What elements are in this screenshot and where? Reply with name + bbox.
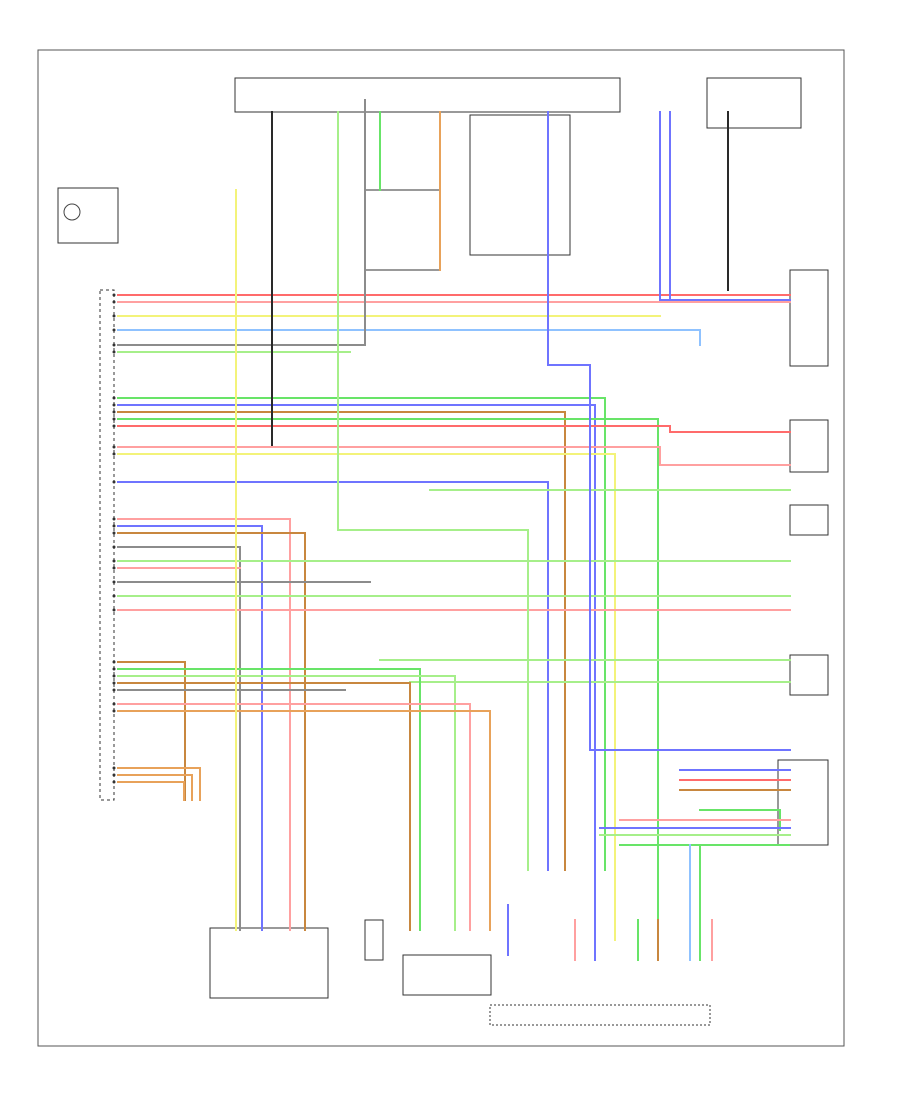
ecm-pin-15 <box>112 524 116 528</box>
ecm-pin-16 <box>112 531 116 535</box>
ecm-pin-25 <box>112 674 116 678</box>
right-components <box>777 269 829 846</box>
diagram-frame <box>37 49 845 1047</box>
wire-blue-42 <box>659 111 791 301</box>
right-switch-1 <box>789 269 829 367</box>
wire-orange-35 <box>117 781 185 801</box>
ecm-pin-14 <box>112 517 116 521</box>
ecm-pin-21 <box>112 594 116 598</box>
wire-pink-15 <box>117 518 291 931</box>
speed-sensor <box>364 919 384 961</box>
wire-blue-16 <box>117 525 263 931</box>
ecm-pin-24 <box>112 667 116 671</box>
wire-blue-7 <box>117 404 596 941</box>
ecm-pin-3 <box>112 328 116 332</box>
wire-blue-13 <box>117 481 549 871</box>
ecm-pin-27 <box>112 688 116 692</box>
ecm-pin-26 <box>112 681 116 685</box>
ecm-pin-12 <box>112 452 116 456</box>
right-sensor-3 <box>789 504 829 536</box>
right-sensor-4 <box>789 654 829 696</box>
ecm-pin-9 <box>112 417 116 421</box>
wire-orange-34 <box>117 774 193 801</box>
ecm-pin-29 <box>112 709 116 713</box>
wire-blue-41 <box>547 111 791 751</box>
right-switch-2 <box>789 419 829 473</box>
wire-brown-8 <box>117 411 566 871</box>
ecm-pin-13 <box>112 480 116 484</box>
ecm-pin-17 <box>112 545 116 549</box>
wire-green-52 <box>619 844 790 961</box>
ecm-pin-7 <box>112 403 116 407</box>
wire-pink-31 <box>117 703 471 931</box>
fuse-relay-box-right <box>706 77 802 129</box>
wire-brown-26 <box>117 661 186 801</box>
wire-green-9 <box>117 418 659 941</box>
ecm-pin-20 <box>112 580 116 584</box>
ecm-main-box <box>99 289 115 801</box>
ecm-pin-10 <box>112 424 116 428</box>
ecm-ground-symbol <box>63 203 81 221</box>
engine-control-module <box>57 187 119 801</box>
wire-gray-18 <box>117 546 241 931</box>
ecm-pin-4 <box>112 343 116 347</box>
top-fuse-boxes <box>234 77 802 271</box>
wire-red-10 <box>117 425 791 433</box>
wire-brown-29 <box>117 682 411 931</box>
transmission-range-switch <box>777 759 829 846</box>
ecm-pin-0 <box>112 293 116 297</box>
fuse-module-a <box>469 114 571 256</box>
ecm-pin-30 <box>112 766 116 770</box>
underhood-fuse-box <box>234 77 621 113</box>
ecm-pin-1 <box>112 300 116 304</box>
wire-green-27 <box>117 668 421 931</box>
wire-light_blue-3 <box>117 329 701 346</box>
ecm-pin-23 <box>112 660 116 664</box>
ecm-upper-box <box>57 187 119 244</box>
wire-group <box>117 99 791 961</box>
ecm-pin-5 <box>112 350 116 354</box>
ecm-pin-6 <box>112 396 116 400</box>
ecm-pin-11 <box>112 445 116 449</box>
shift-lever-connector <box>402 954 492 996</box>
gauge-assembly-box <box>489 1004 711 1026</box>
wire-orange-33 <box>117 767 201 801</box>
ecm-pin-32 <box>112 780 116 784</box>
ecm-pin-22 <box>112 608 116 612</box>
wire-yellow-12 <box>117 453 616 941</box>
ecm-pin-2 <box>112 314 116 318</box>
wire-gray-4 <box>117 99 366 346</box>
wire-green-48 <box>699 809 781 831</box>
ecm-pin-19 <box>112 566 116 570</box>
ecm-pin-8 <box>112 410 116 414</box>
ecm-pin-31 <box>112 773 116 777</box>
wire-pink-11 <box>117 446 791 466</box>
wire-brown-17 <box>117 532 306 931</box>
wire-green-6 <box>117 397 606 871</box>
pin-group <box>112 293 116 784</box>
solenoid-assembly <box>209 927 329 999</box>
wire-light_green-38 <box>337 111 529 871</box>
ecm-pin-18 <box>112 559 116 563</box>
wire-orange-32 <box>117 710 491 931</box>
sensor-module-small <box>364 189 441 271</box>
ecm-pin-28 <box>112 702 116 706</box>
wire-light_green-28 <box>117 675 456 931</box>
bottom-components <box>209 919 711 1026</box>
